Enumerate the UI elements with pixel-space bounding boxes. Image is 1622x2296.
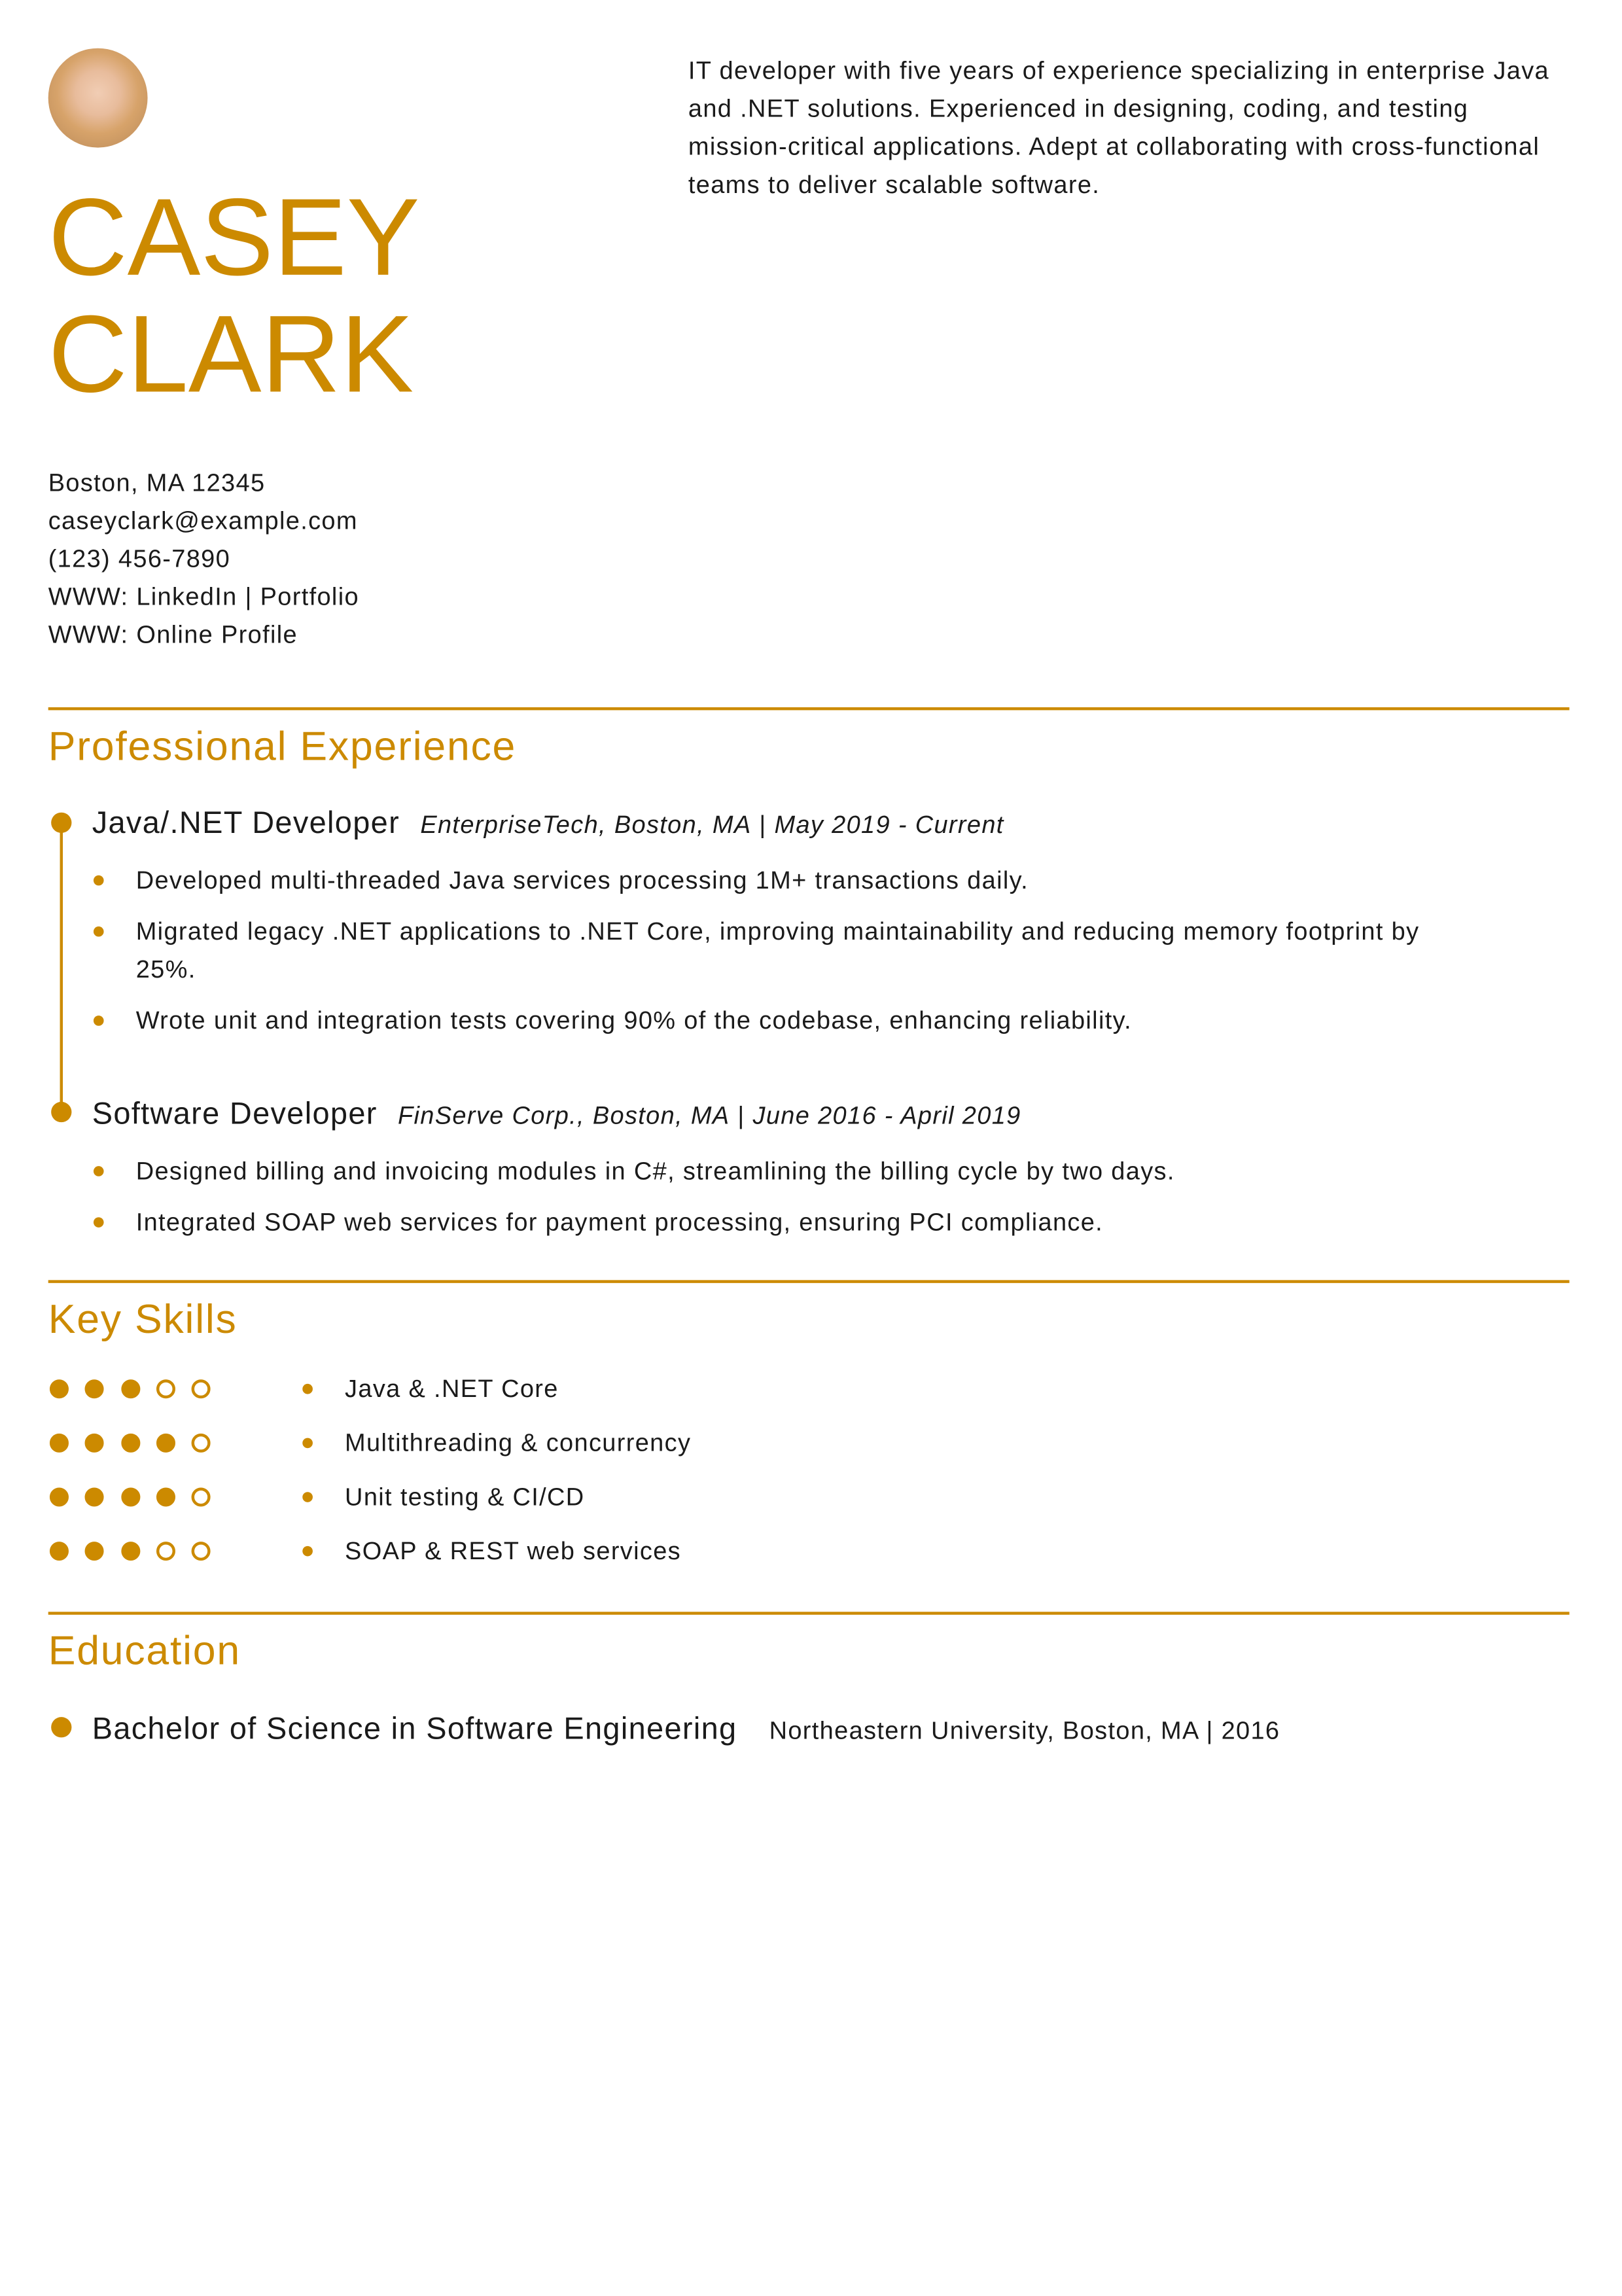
www-profile: WWW: Online Profile	[48, 616, 359, 654]
rating-dot-filled-icon	[85, 1487, 105, 1507]
rating-dot-empty-icon	[191, 1379, 211, 1399]
www-prefix: WWW:	[48, 583, 137, 611]
bullet-icon	[93, 926, 104, 937]
job-title: Software Developer	[92, 1097, 378, 1131]
job-location: , Boston, MA	[599, 811, 752, 839]
rating-dot-filled-icon	[120, 1542, 140, 1561]
name-last: CLARK	[48, 292, 414, 415]
job-bullet: Wrote unit and integration tests coverin…	[135, 1006, 1133, 1035]
rating-dot-empty-icon	[156, 1542, 175, 1561]
separator: |	[730, 1101, 753, 1130]
name-first: CASEY	[48, 175, 420, 298]
bullet-icon	[302, 1492, 313, 1502]
skill-label: Java & .NET Core	[345, 1375, 559, 1403]
rating-dot-empty-icon	[156, 1379, 175, 1399]
education-entry: Bachelor of Science in Software Engineer…	[92, 1711, 1280, 1750]
divider	[48, 1280, 1570, 1283]
online-profile-link[interactable]: Online Profile	[136, 621, 298, 649]
rating-dot-filled-icon	[120, 1487, 140, 1507]
phone: (123) 456-7890	[48, 545, 231, 573]
separator: |	[237, 583, 260, 611]
rating-dot-filled-icon	[156, 1487, 175, 1507]
bullet-icon	[93, 1217, 104, 1227]
linkedin-link[interactable]: LinkedIn	[136, 583, 238, 611]
profile-photo	[48, 48, 148, 148]
bullet-icon	[93, 1016, 104, 1026]
rating-dot-filled-icon	[85, 1379, 105, 1399]
rating-dot-filled-icon	[156, 1433, 175, 1453]
skill-label: SOAP & REST web services	[345, 1537, 682, 1565]
education-details: Northeastern University, Boston, MA | 20…	[769, 1717, 1280, 1745]
job-bullet: Migrated legacy .NET applications to .NE…	[135, 917, 1420, 984]
job-dates: May 2019 - Current	[774, 811, 1004, 839]
rating-dot-empty-icon	[191, 1487, 211, 1507]
rating-dot-filled-icon	[49, 1487, 69, 1507]
timeline-dot	[51, 1101, 72, 1123]
rating-dot-filled-icon	[120, 1379, 140, 1399]
job-bullet: Integrated SOAP web services for payment…	[135, 1208, 1104, 1237]
skill-label: Unit testing & CI/CD	[345, 1483, 585, 1511]
rating-dot-filled-icon	[49, 1433, 69, 1453]
timeline-line	[60, 825, 63, 1112]
www-links: WWW: LinkedIn | Portfolio	[48, 578, 359, 616]
education-dot	[51, 1717, 72, 1738]
separator: |	[751, 811, 775, 839]
bullet-icon	[93, 1166, 104, 1176]
rating-dot-filled-icon	[49, 1379, 69, 1399]
contact-info: Boston, MA 12345 caseyclark@example.com …	[48, 465, 359, 654]
bullet-icon	[302, 1383, 313, 1394]
job-company: EnterpriseTech	[420, 811, 599, 839]
bullet-icon	[93, 875, 104, 886]
job-header: Java/.NET Developer EnterpriseTech, Bosto…	[92, 805, 1004, 845]
education-heading: Education	[48, 1627, 241, 1674]
rating-dot-filled-icon	[85, 1433, 105, 1453]
divider	[48, 1612, 1570, 1615]
skills-heading: Key Skills	[48, 1296, 238, 1342]
rating-dot-empty-icon	[191, 1542, 211, 1561]
job-dates: June 2016 - April 2019	[752, 1101, 1021, 1130]
job-bullet: Designed billing and invoicing modules i…	[135, 1157, 1175, 1186]
email[interactable]: caseyclark@example.com	[48, 506, 358, 535]
bullet-icon	[302, 1438, 313, 1449]
experience-heading: Professional Experience	[48, 723, 517, 769]
rating-dot-filled-icon	[85, 1542, 105, 1561]
summary: IT developer with five years of experien…	[688, 57, 1549, 199]
job-title: Java/.NET Developer	[92, 806, 400, 841]
rating-dot-filled-icon	[120, 1433, 140, 1453]
divider	[48, 707, 1570, 711]
job-company: FinServe Corp.	[397, 1101, 578, 1130]
www-prefix: WWW:	[48, 621, 137, 649]
bullet-icon	[302, 1545, 313, 1557]
degree: Bachelor of Science in Software Engineer…	[92, 1712, 737, 1746]
timeline-dot	[51, 812, 72, 833]
candidate-name: CASEY CLARK	[48, 178, 420, 412]
rating-dot-filled-icon	[49, 1542, 69, 1561]
rating-dot-empty-icon	[191, 1433, 211, 1453]
job-bullet: Developed multi-threaded Java services p…	[135, 866, 1029, 894]
job-header: Software Developer FinServe Corp., Boston…	[92, 1096, 1021, 1135]
portfolio-link[interactable]: Portfolio	[260, 583, 359, 611]
job-location: , Boston, MA	[577, 1101, 730, 1130]
address: Boston, MA 12345	[48, 468, 266, 497]
skill-label: Multithreading & concurrency	[345, 1429, 692, 1457]
